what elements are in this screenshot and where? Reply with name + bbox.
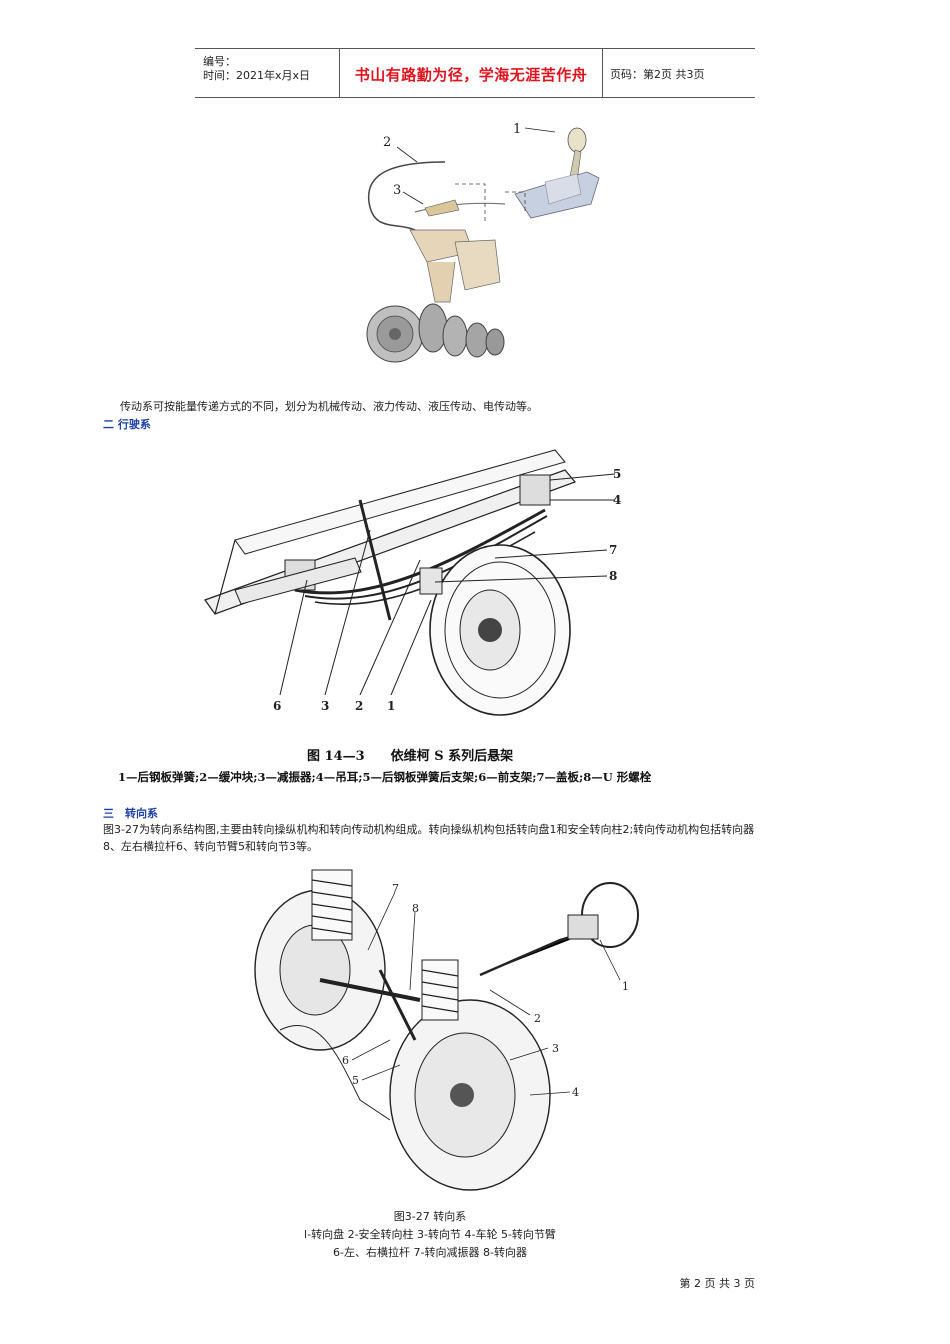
fig2-label-7: 7 bbox=[609, 543, 617, 557]
section-title-steering-system: 三 转向系 bbox=[103, 807, 158, 820]
gearshift-figure: 1 2 3 bbox=[355, 112, 605, 372]
fig3-label-8: 8 bbox=[412, 902, 419, 915]
fig2-label-2: 2 bbox=[355, 699, 363, 713]
fig3-label-4: 4 bbox=[572, 1086, 579, 1099]
fig3-label-3: 3 bbox=[552, 1042, 559, 1055]
fig3-caption: 图3-27 转向系 bbox=[393, 1210, 467, 1223]
fig3-legend-line1: l-转向盘 2-安全转向柱 3-转向节 4-车轮 5-转向节臂 bbox=[304, 1228, 556, 1241]
header-motto-cell: 书山有路勤为径，学海无涯苦作舟 bbox=[339, 49, 603, 97]
fig2-label-5: 5 bbox=[613, 467, 621, 481]
fig2-caption: 图 14—3 依维柯 S 系列后悬架 bbox=[307, 749, 514, 764]
fig3-label-6: 6 bbox=[342, 1054, 349, 1067]
header-left-cell: 编号： 时间：2021年x月x日 bbox=[195, 49, 339, 97]
fig1-label-2: 2 bbox=[383, 135, 391, 150]
fig3-label-1: 1 bbox=[622, 980, 629, 993]
fig2-label-6: 6 bbox=[273, 699, 281, 713]
motto-text: 书山有路勤为径，学海无涯苦作舟 bbox=[354, 66, 588, 84]
fig3-legend-line2: 6-左、右横拉杆 7-转向减振器 8-转向器 bbox=[333, 1246, 527, 1259]
section-title-running-system: 二 行驶系 bbox=[103, 418, 151, 431]
fig2-label-1: 1 bbox=[387, 699, 395, 713]
time-label: 时间：2021年x月x日 bbox=[203, 69, 311, 82]
page-header: 编号： 时间：2021年x月x日 书山有路勤为径，学海无涯苦作舟 页码：第2页 … bbox=[195, 48, 755, 98]
fig2-label-3: 3 bbox=[321, 699, 329, 713]
fig1-label-1: 1 bbox=[513, 122, 521, 137]
page-footer: 第 2 页 共 3 页 bbox=[679, 1277, 755, 1290]
steering-paragraph: 图3-27为转向系结构图,主要由转向操纵机构和转向传动机构组成。转向操纵机构包括… bbox=[103, 823, 755, 853]
fig2-legend: 1—后钢板弹簧;2—缓冲块;3—减振器;4—吊耳;5—后钢板弹簧后支架;6—前支… bbox=[118, 770, 652, 784]
fig2-label-8: 8 bbox=[609, 569, 617, 583]
fig2-label-4: 4 bbox=[613, 493, 621, 507]
header-right-cell: 页码：第2页 共3页 bbox=[602, 49, 755, 97]
drivetrain-paragraph: 传动系可按能量传递方式的不同，划分为机械传动、液力传动、液压传动、电传动等。 bbox=[120, 400, 538, 413]
fig3-label-7: 7 bbox=[392, 882, 399, 895]
page-code: 页码：第2页 共3页 bbox=[610, 68, 705, 81]
fig3-label-5: 5 bbox=[352, 1074, 359, 1087]
fig3-label-2: 2 bbox=[534, 1012, 541, 1025]
fig1-label-3: 3 bbox=[393, 183, 401, 198]
steering-system-figure: 7 8 1 2 3 4 6 5 bbox=[240, 860, 640, 1205]
number-label: 编号： bbox=[203, 55, 236, 68]
rear-suspension-figure: 5 4 7 8 6 3 2 1 bbox=[195, 440, 635, 720]
